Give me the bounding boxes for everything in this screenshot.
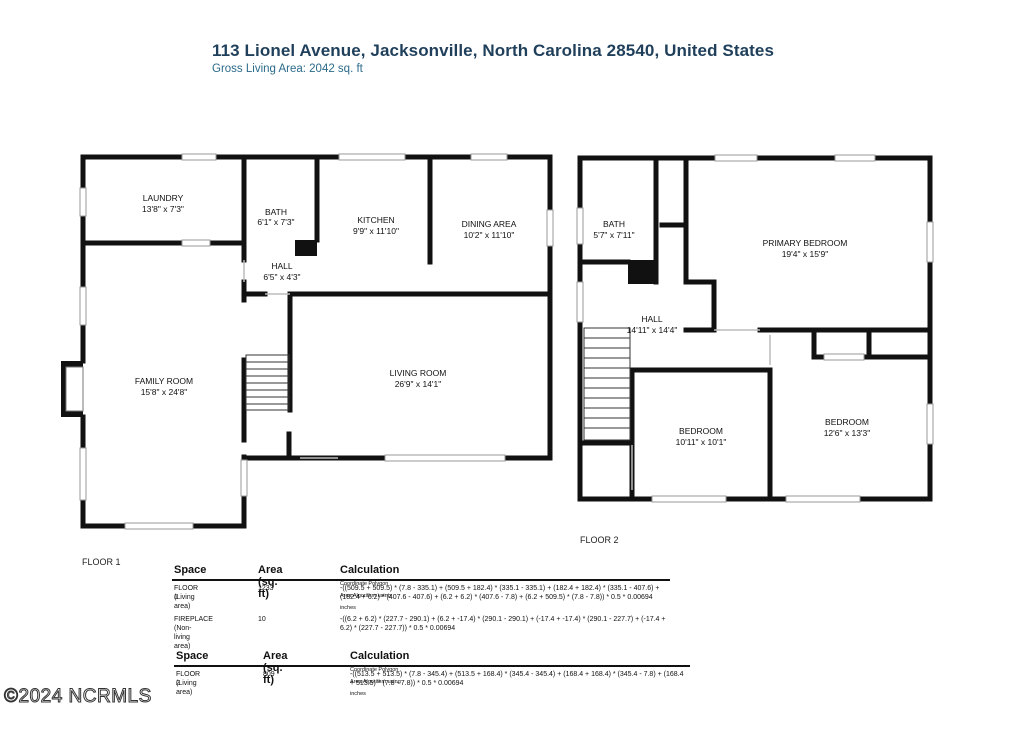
- floor1-doors: [243, 260, 338, 459]
- room-bath1-dims: 6'1" x 7'3": [257, 217, 294, 227]
- table1-row2-area: 10: [258, 616, 266, 623]
- floor2-stairs: [583, 327, 631, 441]
- floor2-column: [628, 260, 656, 284]
- table1-header-calc: Calculation Coordinate Polygon Area Algo…: [340, 564, 400, 611]
- room-hall2-dims: 14'11" x 14'4": [627, 325, 678, 335]
- table1-row1-calc: -((509.5 + 509.5) * (7.8 - 335.1) + (509…: [340, 585, 660, 601]
- room-dining-name: DINING AREA: [462, 219, 517, 229]
- room-bedroom1-dims: 10'11" x 10'1": [676, 437, 727, 447]
- room-hall2-name: HALL: [641, 314, 663, 324]
- room-primary-name: PRIMARY BEDROOM: [763, 238, 848, 248]
- room-hall1-name: HALL: [271, 261, 293, 271]
- floor2-doors: [631, 329, 771, 490]
- table1-row1-type: (Living area): [174, 594, 195, 610]
- floor2-label: FLOOR 2: [580, 535, 619, 545]
- property-address: 113 Lionel Avenue, Jacksonville, North C…: [212, 41, 775, 60]
- gross-living-area: Gross Living Area: 2042 sq. ft: [212, 63, 363, 75]
- table1-row1-area: 1233: [258, 585, 274, 592]
- room-bath2-name: BATH: [603, 219, 625, 229]
- copyright-watermark: ©2024 NCRMLS: [4, 686, 152, 708]
- room-hall1-dims: 6'5" x 4'3": [263, 272, 300, 282]
- room-bath2-dims: 5'7" x 7'11": [593, 230, 634, 240]
- table2-row1-type: (Living area): [176, 680, 197, 696]
- table1-calc-note: Coordinate Polygon Area Algorithm using …: [340, 581, 391, 611]
- table2-row1-space: FLOOR 2: [176, 671, 201, 687]
- room-bedroom2-name: BEDROOM: [825, 417, 869, 427]
- table2-header-area: Area (sq. ft): [263, 650, 288, 686]
- room-living-name: LIVING ROOM: [390, 368, 447, 378]
- room-bath1-name: BATH: [265, 207, 287, 217]
- table1-row1-space: FLOOR 1: [174, 585, 199, 601]
- table2-calc-note: Coordinate Polygon Area Algorithm using …: [350, 667, 401, 697]
- fireplace: [61, 361, 84, 417]
- room-bedroom2-dims: 12'6" x 13'3": [824, 428, 871, 438]
- room-primary-dims: 19'4" x 15'9": [782, 249, 829, 259]
- table2-header-space: Space: [176, 650, 209, 662]
- floor1-column: [295, 240, 317, 256]
- table1-row2-space: FIREPLACE: [174, 616, 213, 623]
- room-bedroom1-name: BEDROOM: [679, 426, 723, 436]
- table1-rule: [172, 579, 670, 581]
- room-family-name: FAMILY ROOM: [135, 376, 193, 386]
- room-kitchen-dims: 9'9" x 11'10": [353, 226, 399, 236]
- table1-row2-calc: -((6.2 + 6.2) * (227.7 - 290.1) + (6.2 +…: [340, 616, 666, 632]
- table2-header-calc: Calculation Coordinate Polygon Area Algo…: [350, 650, 410, 697]
- table2-row1-calc: -((513.5 + 513.5) * (7.8 - 345.4) + (513…: [350, 671, 684, 687]
- room-family-dims: 15'8" x 24'8": [141, 387, 188, 397]
- floor1-stairs: [245, 354, 290, 411]
- floor1-windows: [79, 153, 554, 530]
- floor1-label: FLOOR 1: [82, 557, 121, 567]
- floor2-windows: [576, 154, 934, 503]
- room-laundry-dims: 13'8" x 7'3": [142, 204, 184, 214]
- table2-row1-area: 809: [263, 671, 275, 678]
- table1-header-area: Area (sq. ft): [258, 564, 283, 600]
- room-living-dims: 26'9" x 14'1": [395, 379, 442, 389]
- table1-header-space: Space: [174, 564, 207, 576]
- table2-rule: [174, 665, 690, 667]
- room-laundry-name: LAUNDRY: [143, 193, 184, 203]
- table1-row2-type: (Non-living area): [174, 625, 192, 650]
- room-dining-dims: 10'2" x 11'10": [464, 230, 515, 240]
- room-kitchen-name: KITCHEN: [357, 215, 394, 225]
